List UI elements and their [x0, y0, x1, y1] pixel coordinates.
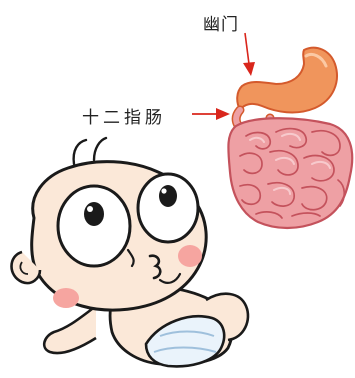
left-eye	[58, 186, 130, 266]
duodenum-pointer-arrow	[192, 108, 230, 120]
pylorus-label: 幽门	[203, 10, 239, 35]
pylorus-pointer-arrow	[243, 33, 255, 76]
stomach	[237, 48, 337, 113]
duodenum-label: 十二指肠	[82, 103, 166, 128]
right-cheek	[178, 245, 202, 267]
baby-character	[12, 138, 248, 366]
small-intestine	[228, 118, 352, 228]
left-cheek	[53, 288, 79, 308]
right-eye	[138, 174, 198, 242]
